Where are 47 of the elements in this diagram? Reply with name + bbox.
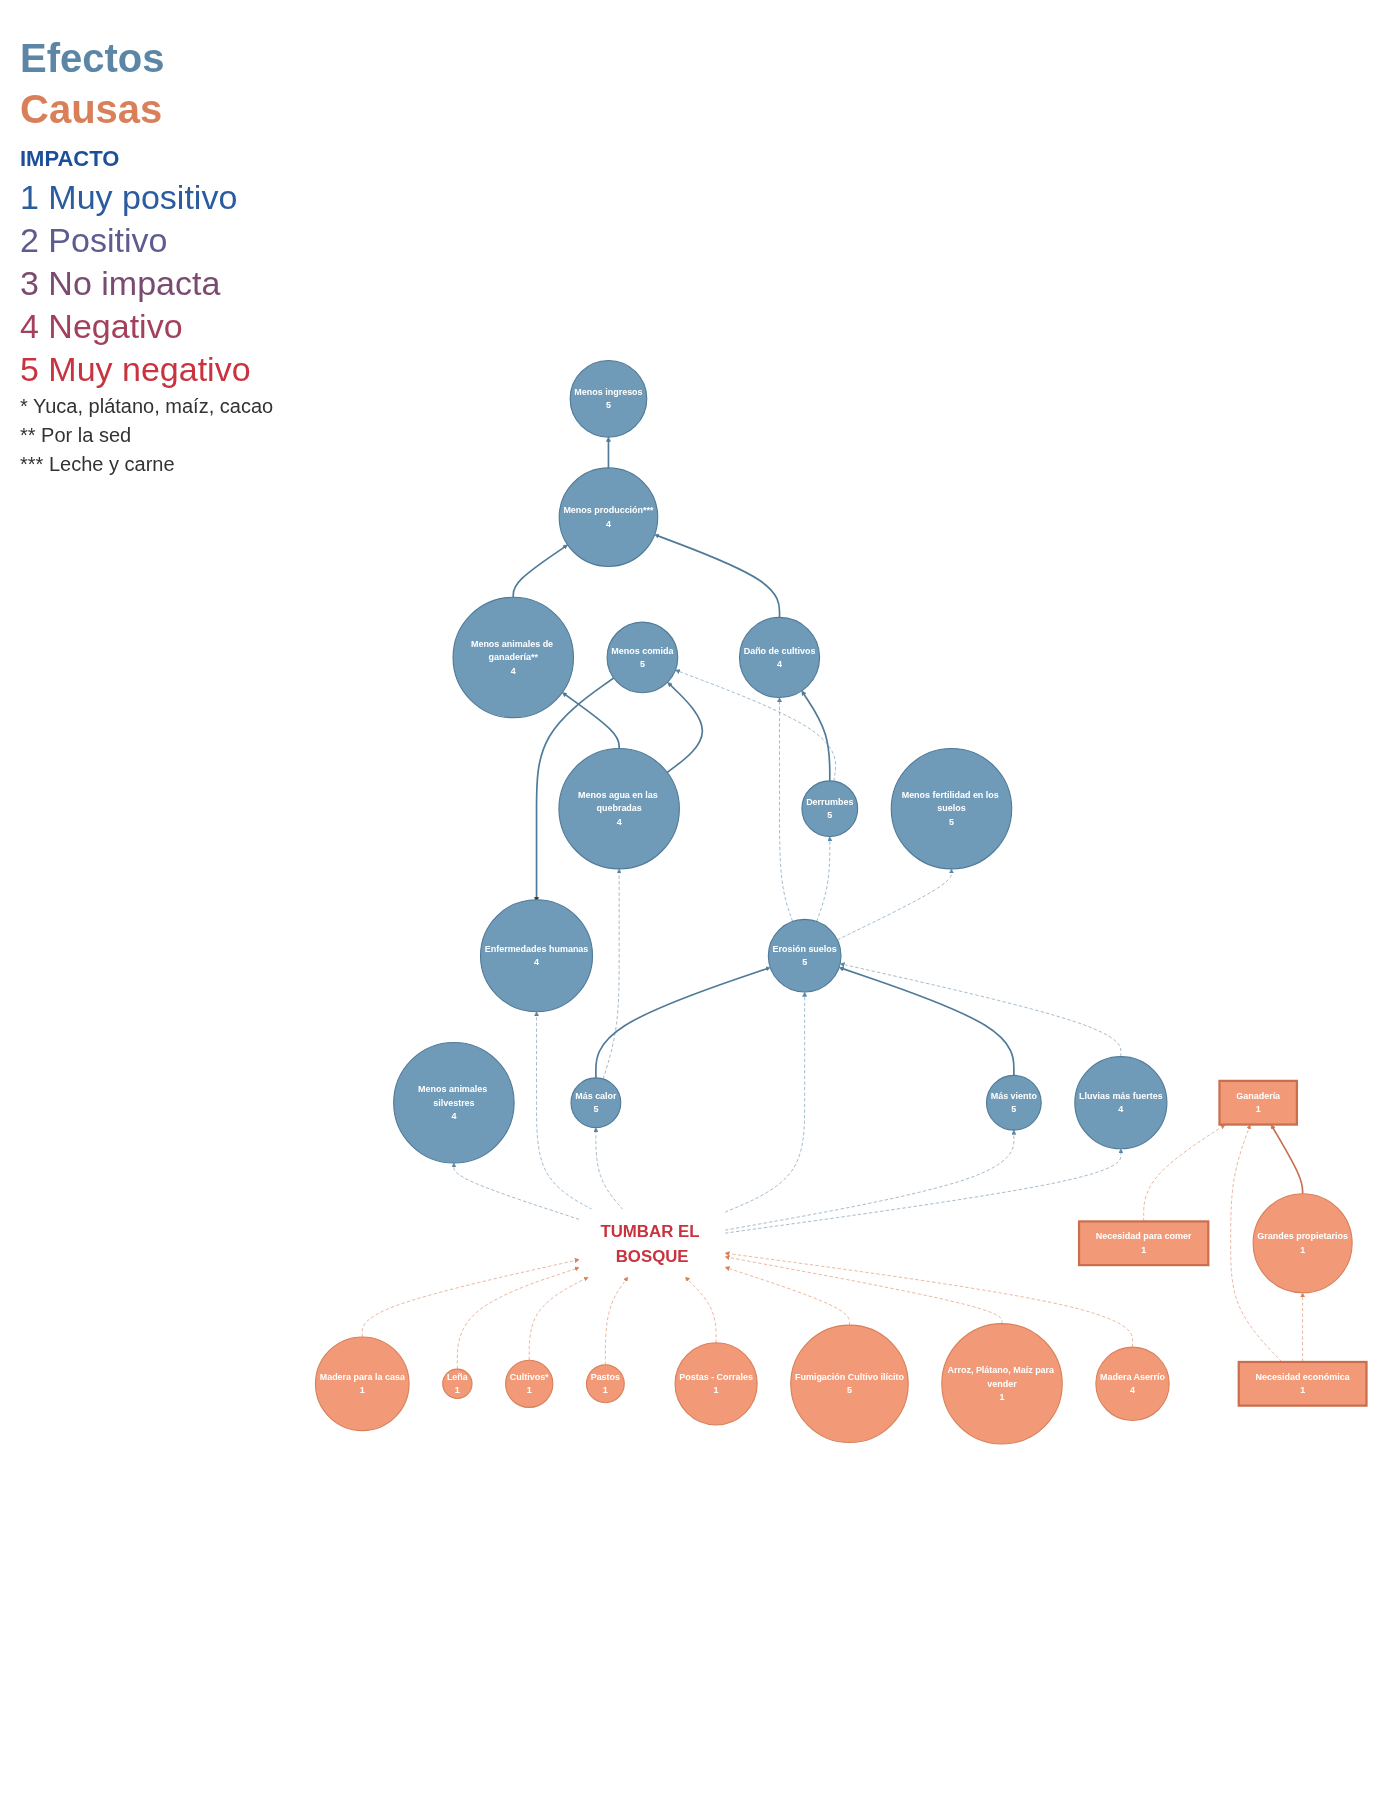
node-circle: Cultivos* 1 — [505, 1359, 554, 1408]
node-circle: Más viento 5 — [985, 1074, 1042, 1131]
arrow — [801, 690, 831, 782]
node-circle: Erosión suelos 5 — [767, 918, 842, 993]
node-circle: Menos agua en las quebradas 4 — [558, 747, 680, 870]
node-circle: Leña 1 — [442, 1368, 473, 1399]
node-circle: Fumigación Cultivo ilícito 5 — [790, 1324, 909, 1443]
node-circle: Menos animales silvestres 4 — [393, 1041, 515, 1164]
footnote: *** Leche y carne — [20, 453, 176, 476]
section-heading: Causas — [20, 87, 164, 132]
node-circle: Daño de cultivos 4 — [738, 616, 821, 698]
node-circle: Arroz, Plátano, Maíz para vender 1 — [941, 1322, 1063, 1445]
arrow — [666, 681, 704, 774]
footnote: ** Por la sed — [20, 424, 133, 447]
node-circle: Postas - Corrales 1 — [674, 1341, 758, 1426]
node-circle: Menos ingresos 5 — [569, 359, 648, 438]
node-circle: Grandes propietarios 1 — [1252, 1192, 1353, 1294]
legend-item: 3 No impacta — [20, 264, 222, 303]
node-circle: Menos fertilidad en los suelos 5 — [890, 747, 1013, 870]
footnote: * Yuca, plátano, maíz, cacao — [20, 395, 275, 418]
node-box: Necesidad económica 1 — [1237, 1360, 1368, 1407]
node-circle: Menos animales de ganadería** 4 — [452, 596, 575, 718]
legend-title: IMPACTO — [20, 146, 121, 172]
node-circle: Más calor 5 — [570, 1077, 622, 1128]
arrow — [595, 966, 771, 1079]
arrow — [838, 966, 1015, 1076]
node-circle: Enfermedades humanas 4 — [479, 898, 594, 1012]
node-circle: Menos comida 5 — [606, 621, 679, 694]
legend-item: 5 Muy negativo — [20, 350, 252, 389]
node-circle: Lluvias más fuertes 4 — [1074, 1055, 1168, 1150]
node-circle: Madera Aserrío 4 — [1095, 1346, 1170, 1421]
arrow — [562, 692, 620, 750]
node-circle: Madera para la casa 1 — [314, 1336, 410, 1431]
arrow — [1270, 1124, 1304, 1195]
legend-item: 2 Positivo — [20, 221, 169, 260]
arrow — [654, 533, 781, 618]
section-heading: Efectos — [20, 36, 166, 81]
legend-item: 4 Negativo — [20, 307, 184, 346]
node-box: Ganadería 1 — [1218, 1079, 1299, 1126]
node-box: Necesidad para comer 1 — [1077, 1220, 1210, 1266]
node-text: TUMBAR EL BOSQUE — [600, 1221, 700, 1265]
arrow — [606, 436, 611, 469]
arrow — [512, 544, 568, 598]
node-circle: Menos producción*** 4 — [558, 467, 659, 567]
legend-item: 1 Muy positivo — [20, 178, 239, 217]
node-circle: Pastos 1 — [585, 1364, 625, 1403]
node-circle: Derrumbes 5 — [801, 780, 859, 837]
